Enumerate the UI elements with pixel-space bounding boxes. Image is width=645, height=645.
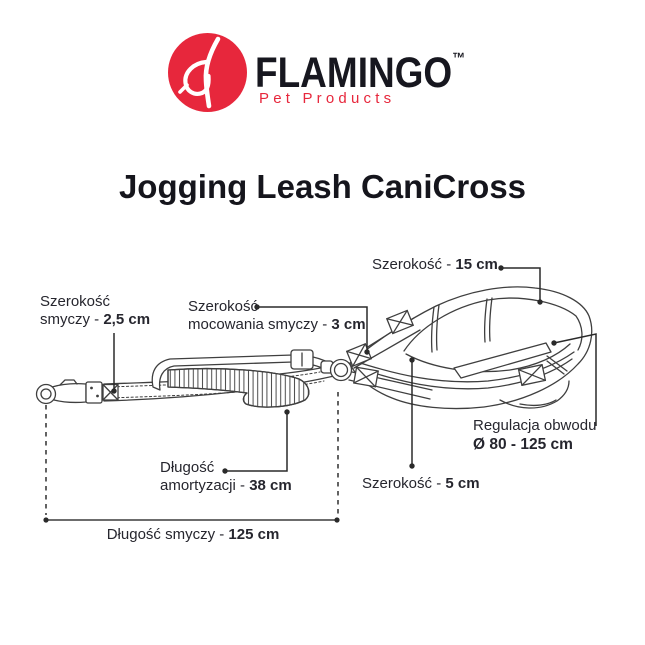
page-title: Jogging Leash CaniCross: [118, 168, 527, 206]
label-girth-adjustment: Regulacja obwodu Ø 80 - 125 cm: [473, 417, 597, 453]
attachment-ring-icon: [329, 358, 353, 382]
measure-extent-lines: [43, 392, 340, 523]
connector-girth: [553, 333, 597, 426]
label-shock-absorber-length: Długość amortyzacji - 38 cm: [160, 459, 292, 494]
brand-wordmark: FLAMINGO™: [255, 51, 465, 95]
label-attachment-width: Szerokość mocowania smyczy - 3 cm: [188, 298, 366, 333]
slider-buckle-icon: [290, 349, 314, 370]
label-strap-width: Szerokość - 5 cm: [362, 475, 480, 492]
stitch-box-icon: [346, 343, 372, 367]
leash-drawing: [35, 349, 353, 408]
brand-tagline: Pet Products: [259, 90, 396, 107]
stitch-box-icon: [102, 383, 119, 401]
snap-hook-icon: [35, 379, 87, 405]
stitch-box-icon: [386, 309, 414, 335]
bungee-coil-icon: [167, 367, 310, 408]
waist-belt-drawing: [346, 286, 593, 410]
brand-name: FLAMINGO: [255, 49, 453, 97]
shackle-icon: [320, 360, 334, 374]
handle-loop-icon: [151, 354, 294, 391]
stitch-box-icon: [517, 364, 547, 386]
label-leash-width: Szerokość smyczy - 2,5 cm: [40, 293, 151, 328]
label-leash-length: Długość smyczy - 125 cm: [106, 526, 280, 543]
connector-belt-width: [501, 267, 541, 301]
label-belt-width: Szerokość - 15 cm: [372, 256, 498, 273]
stitch-box-icon: [353, 366, 379, 388]
flamingo-logo-icon: [168, 33, 247, 112]
trademark-symbol: ™: [452, 50, 466, 67]
